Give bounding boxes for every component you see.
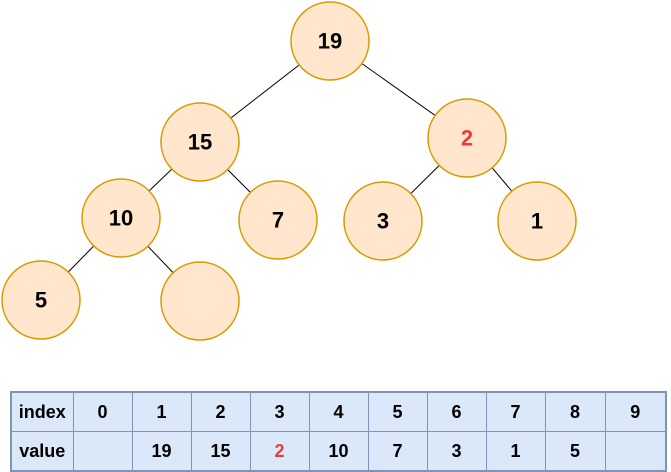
index-cell-2: 2	[190, 391, 251, 432]
tree-node-circle	[290, 1, 370, 81]
index-cell-3: 3	[249, 391, 310, 432]
index-cell-5: 5	[367, 391, 428, 432]
index-cell-0: 0	[72, 391, 133, 432]
tree-node-circle	[160, 102, 240, 182]
index-cell-8: 8	[544, 391, 606, 432]
tree-node-right-highlighted: 2	[427, 98, 507, 178]
index-row-label: index	[10, 391, 74, 432]
tree-node: 7	[238, 180, 318, 260]
value-cell-8: 5	[544, 431, 606, 472]
tree-node: 1	[497, 181, 577, 261]
tree-canvas: 19 15 2 10 7 3 1 5	[1, 1, 577, 341]
array-table: index 0 1 2 3 4 5 6 7 8 9 value 19 15 2 …	[10, 391, 667, 472]
tree-node-circle	[427, 98, 507, 178]
tree-node-circle	[81, 178, 161, 258]
value-cell-6: 3	[426, 431, 487, 472]
tree-node-circle	[1, 260, 81, 340]
tree-node-value: 10	[109, 206, 133, 231]
tree-node-value: 19	[318, 29, 342, 54]
index-cell-7: 7	[485, 391, 546, 432]
value-row-label: value	[10, 431, 74, 472]
tree-node-root: 19	[290, 1, 370, 81]
tree-node-value: 5	[35, 288, 47, 313]
tree-node-empty	[160, 261, 240, 341]
index-cell-4: 4	[308, 391, 369, 432]
value-cell-3-highlighted: 2	[249, 431, 310, 472]
tree-node-value: 1	[531, 209, 543, 234]
tree-node-value: 15	[188, 130, 212, 155]
array-representation: index 0 1 2 3 4 5 6 7 8 9 value 19 15 2 …	[10, 391, 667, 472]
tree-node-left: 15	[160, 102, 240, 182]
index-cell-9: 9	[604, 391, 667, 432]
value-cell-0	[72, 431, 133, 472]
tree-node-value-highlighted: 2	[461, 126, 473, 151]
tree-node-circle	[160, 261, 240, 341]
tree-node: 3	[343, 181, 423, 261]
tree-node-value: 3	[377, 209, 389, 234]
index-row: index 0 1 2 3 4 5 6 7 8 9	[10, 391, 667, 432]
index-cell-1: 1	[131, 391, 192, 432]
tree-node-circle	[343, 181, 423, 261]
tree-node: 5	[1, 260, 81, 340]
tree-node-circle	[238, 180, 318, 260]
value-row: value 19 15 2 10 7 3 1 5	[10, 431, 667, 472]
value-cell-7: 1	[485, 431, 546, 472]
tree-node-value: 7	[272, 208, 284, 233]
tree-node-circle	[497, 181, 577, 261]
tree-node: 10	[81, 178, 161, 258]
value-cell-5: 7	[367, 431, 428, 472]
index-cell-6: 6	[426, 391, 487, 432]
value-cell-1: 19	[131, 431, 192, 472]
value-cell-9	[604, 431, 667, 472]
value-cell-4: 10	[308, 431, 369, 472]
value-cell-2: 15	[190, 431, 251, 472]
